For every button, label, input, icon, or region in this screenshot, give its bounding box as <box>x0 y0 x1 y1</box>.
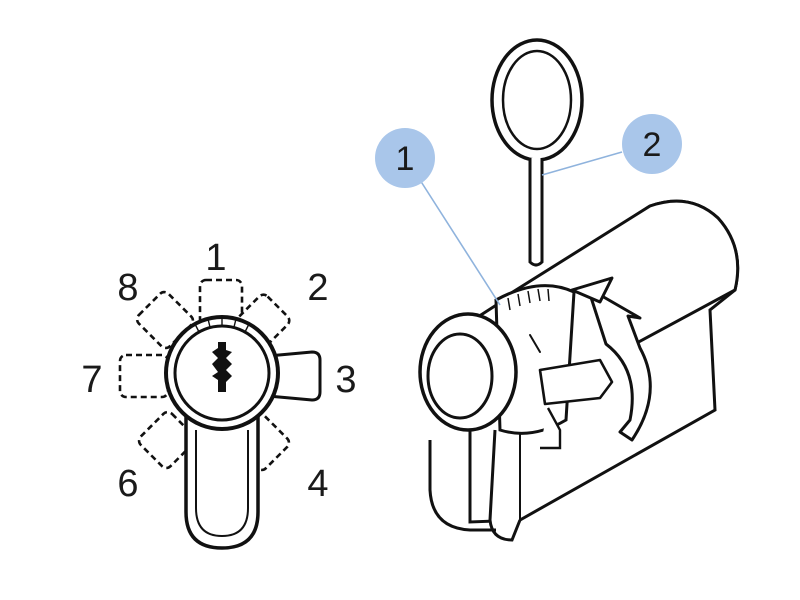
adjusting-tool <box>490 38 584 267</box>
callout-1-leader <box>419 179 501 306</box>
position-label-7: 7 <box>81 359 102 401</box>
cam-position-1 <box>198 278 244 328</box>
tool-ring-inner <box>501 49 573 151</box>
callout-2-label: 2 <box>643 126 662 164</box>
position-label-1: 1 <box>205 237 226 279</box>
cylinder-front-tail <box>428 440 496 532</box>
position-label-4: 4 <box>307 463 328 505</box>
callout-1-badge <box>375 128 435 188</box>
tool-shaft <box>528 158 544 267</box>
cam-position-7 <box>118 353 170 399</box>
position-label-2: 2 <box>307 267 328 309</box>
position-label-3: 3 <box>335 359 356 401</box>
callout-1: 1 <box>375 128 501 306</box>
position-label-8: 8 <box>117 267 138 309</box>
lock-cylinder-illustration <box>418 38 740 542</box>
cylinder-profile-inner <box>195 430 249 538</box>
callout-2-leader <box>541 151 623 176</box>
rotation-arrow-head <box>570 276 614 304</box>
position-label-6: 6 <box>117 463 138 505</box>
cam-bit-lower <box>540 407 562 450</box>
cylinder-face-serrations <box>194 317 250 333</box>
cam-position-dial: 1 2 3 4 6 7 8 <box>81 237 357 550</box>
cylinder-profile-tail <box>184 412 260 550</box>
cam-pin <box>529 334 541 353</box>
ring-serrations <box>507 288 550 311</box>
rotation-arrow-icon <box>586 286 652 442</box>
cam-bit <box>538 358 614 406</box>
cylinder-lower-profile <box>488 429 522 542</box>
keyway-icon <box>212 342 232 392</box>
cylinder-back-edge <box>709 311 716 411</box>
callout-2-badge <box>622 114 682 174</box>
cam-position-6 <box>137 410 197 470</box>
cam-position-3-solid <box>266 350 322 402</box>
callout-1-label: 1 <box>396 140 415 178</box>
callout-2: 2 <box>541 114 682 176</box>
cylinder-keyway-face <box>426 332 494 420</box>
